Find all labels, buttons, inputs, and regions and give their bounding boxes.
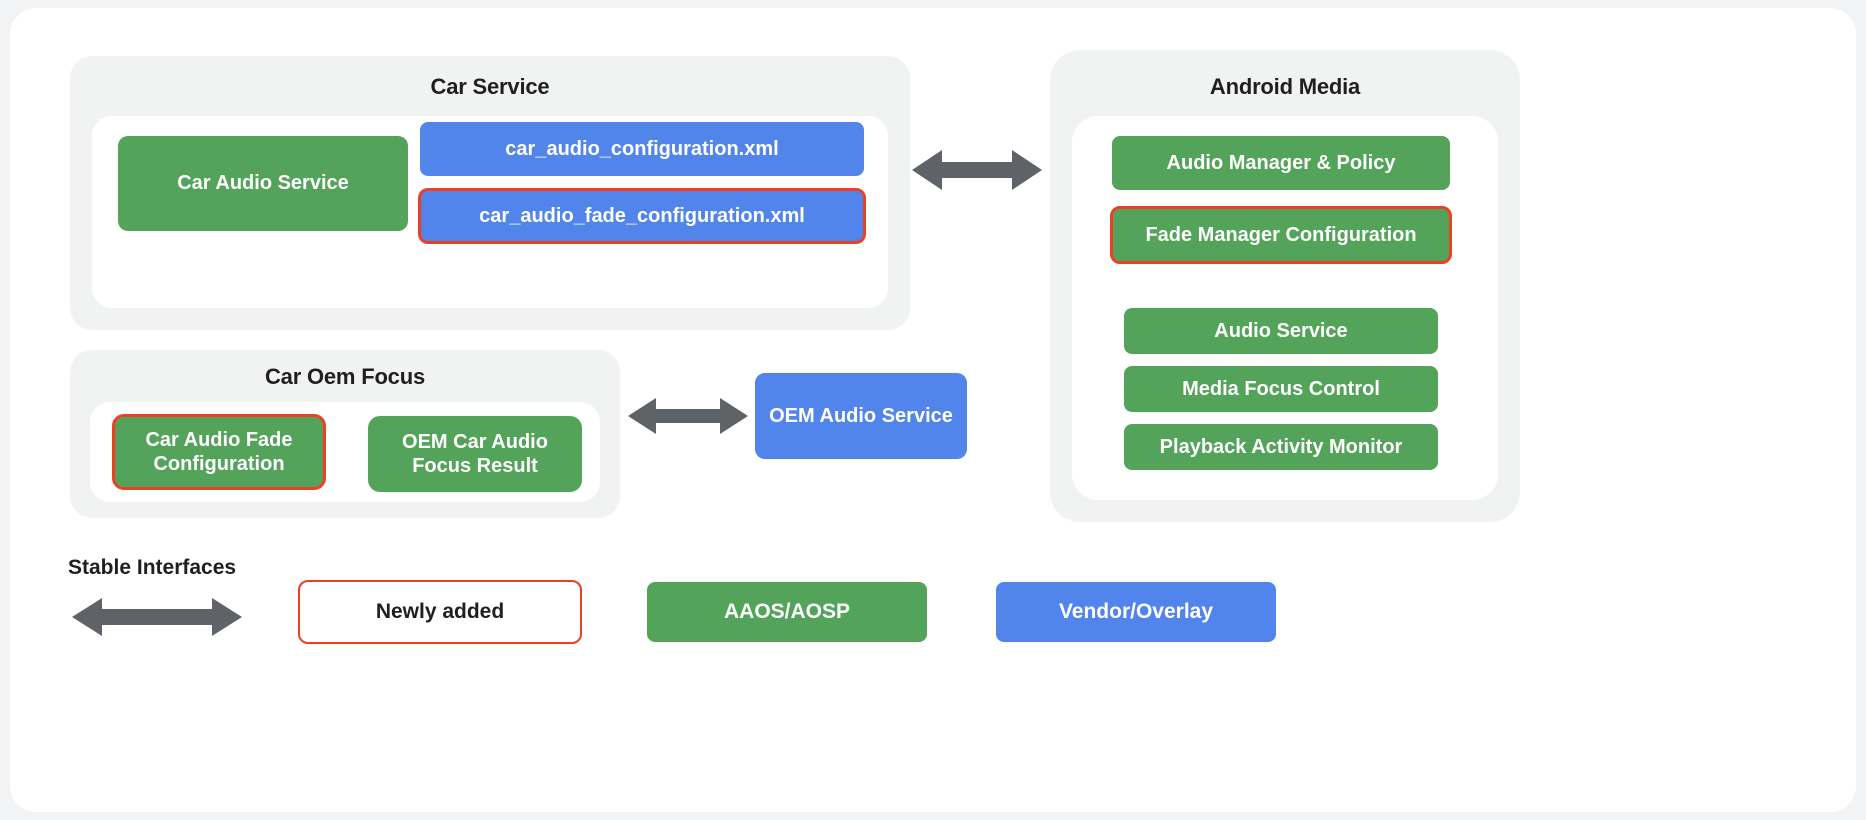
legend-stable-interfaces-arrow-icon	[72, 596, 242, 638]
box-car-audio-configuration-xml[interactable]: car_audio_configuration.xml	[420, 122, 864, 176]
box-media-focus-control[interactable]: Media Focus Control	[1124, 366, 1438, 412]
legend-stable-interfaces-label: Stable Interfaces	[68, 556, 237, 579]
diagram-card: Car Service Car Audio Service car_audio_…	[10, 8, 1856, 812]
box-audio-service[interactable]: Audio Service	[1124, 308, 1438, 354]
arrow-car-service-android-media	[912, 148, 1042, 192]
box-playback-activity-monitor[interactable]: Playback Activity Monitor	[1124, 424, 1438, 470]
box-fade-manager-configuration[interactable]: Fade Manager Configuration	[1110, 206, 1452, 264]
legend-newly-added[interactable]: Newly added	[298, 580, 582, 644]
arrow-car-oem-focus-oem-audio-service	[628, 396, 748, 436]
group-car-oem-focus: Car Oem Focus Car Audio Fade Configurati…	[70, 350, 620, 518]
box-audio-manager-and-policy[interactable]: Audio Manager & Policy	[1112, 136, 1450, 190]
box-car-audio-fade-configuration[interactable]: Car Audio Fade Configuration	[112, 414, 326, 490]
box-car-audio-service[interactable]: Car Audio Service	[118, 136, 408, 231]
legend-aaos-aosp[interactable]: AAOS/AOSP	[647, 582, 927, 642]
box-oem-audio-service[interactable]: OEM Audio Service	[755, 373, 967, 459]
box-car-audio-fade-configuration-xml[interactable]: car_audio_fade_configuration.xml	[418, 188, 866, 244]
group-android-media: Android Media Audio Manager & Policy Fad…	[1050, 50, 1520, 522]
group-car-service: Car Service Car Audio Service car_audio_…	[70, 56, 910, 330]
car-oem-focus-title: Car Oem Focus	[264, 364, 425, 389]
legend-vendor-overlay[interactable]: Vendor/Overlay	[996, 582, 1276, 642]
car-service-title: Car Service	[430, 74, 550, 99]
box-oem-car-audio-focus-result[interactable]: OEM Car Audio Focus Result	[368, 416, 582, 492]
android-media-title: Android Media	[1209, 74, 1361, 99]
